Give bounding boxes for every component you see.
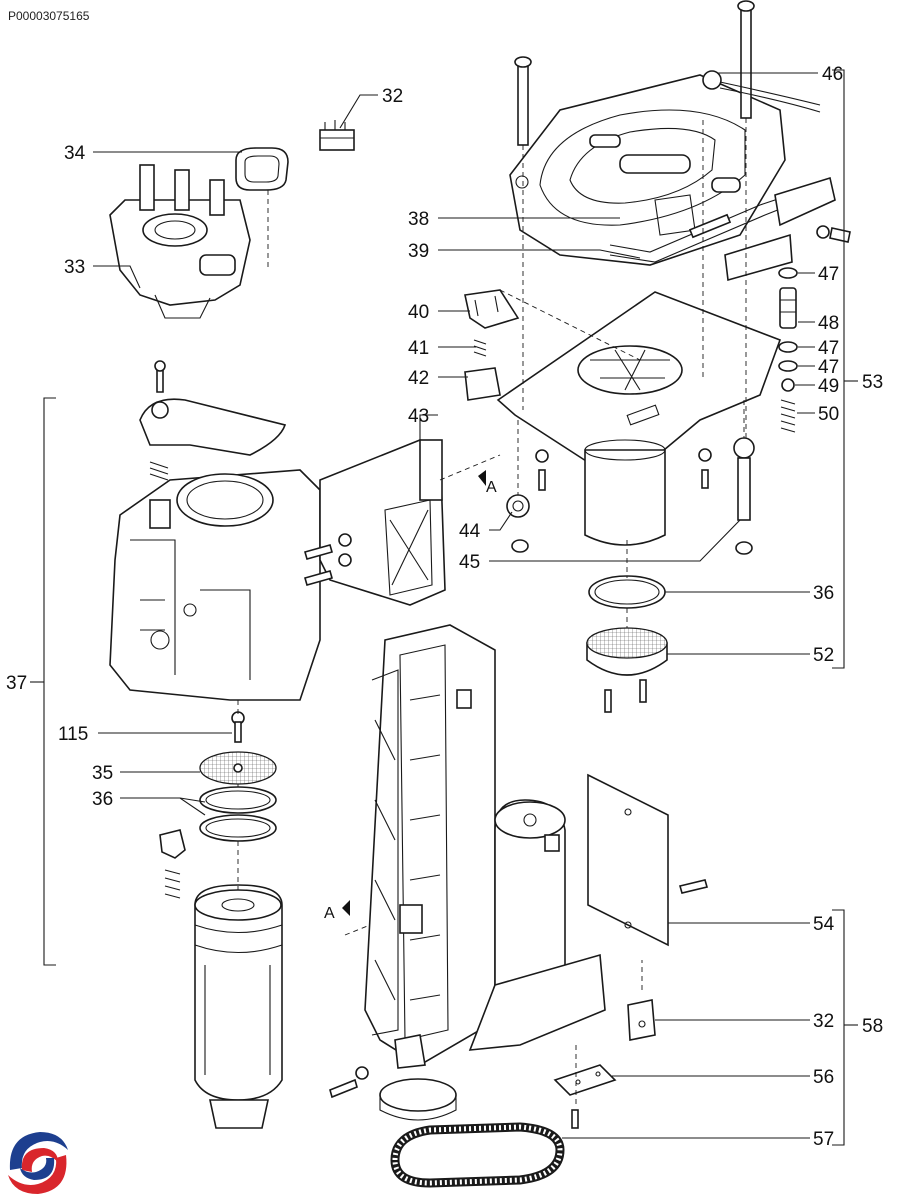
part-36-o-rings-left bbox=[199, 786, 277, 842]
part-33-brew-head bbox=[109, 164, 251, 319]
callout-32-bottom: 32 bbox=[813, 1011, 834, 1032]
part-40-clip bbox=[464, 289, 520, 329]
callout-41: 41 bbox=[408, 338, 429, 359]
callout-36-right: 36 bbox=[813, 583, 834, 604]
assembly-guide-lines bbox=[237, 118, 747, 1108]
callout-57: 57 bbox=[813, 1129, 834, 1150]
part-54-circuit-board bbox=[587, 773, 708, 947]
callout-54: 54 bbox=[813, 914, 835, 935]
bracket-58 bbox=[832, 909, 845, 1146]
callout-46: 46 bbox=[822, 64, 843, 85]
bracket-53 bbox=[832, 69, 845, 669]
part-41-spring bbox=[473, 339, 487, 357]
callout-56: 56 bbox=[813, 1067, 834, 1088]
part-46-sensor-cable bbox=[702, 70, 821, 113]
part-34-oval-seal bbox=[235, 147, 289, 191]
callout-32-top: 32 bbox=[382, 86, 403, 107]
callout-34: 34 bbox=[64, 143, 86, 164]
callout-45: 45 bbox=[459, 552, 480, 573]
company-swirl-logo-icon bbox=[6, 1130, 70, 1194]
callout-47-c: 47 bbox=[818, 357, 839, 378]
callout-35: 35 bbox=[92, 763, 113, 784]
part-115-screw bbox=[231, 711, 245, 743]
part-brew-unit-body bbox=[109, 360, 446, 701]
part-36-o-ring-right bbox=[588, 575, 666, 609]
callout-37: 37 bbox=[6, 673, 27, 694]
callout-47-a: 47 bbox=[818, 264, 839, 285]
part-32-switch-top bbox=[319, 120, 355, 151]
callout-58: 58 bbox=[862, 1016, 883, 1037]
callout-labels: 32 34 33 46 38 39 47 40 48 41 47 47 42 4… bbox=[6, 64, 883, 1150]
callout-43: 43 bbox=[408, 406, 429, 427]
bracket-37 bbox=[43, 397, 56, 966]
leader-lines bbox=[93, 72, 818, 1139]
section-marker-a-bottom: A bbox=[324, 900, 350, 922]
callout-115: 115 bbox=[58, 724, 88, 745]
callout-50: 50 bbox=[818, 404, 839, 425]
callout-52: 52 bbox=[813, 645, 834, 666]
part-piston-cylinder bbox=[159, 829, 283, 1129]
callout-44: 44 bbox=[459, 521, 481, 542]
part-57-timing-belt bbox=[390, 1122, 565, 1188]
part-45-shaft bbox=[733, 437, 755, 555]
callout-48: 48 bbox=[818, 313, 839, 334]
part-47-50-valve-stack bbox=[778, 267, 798, 433]
part-32-switch-bottom bbox=[627, 999, 656, 1041]
part-56-plate bbox=[553, 1064, 617, 1129]
part-drive-tower bbox=[329, 624, 606, 1121]
callout-38: 38 bbox=[408, 209, 429, 230]
callout-40: 40 bbox=[408, 302, 429, 323]
part-long-screws bbox=[514, 0, 755, 146]
svg-text:A: A bbox=[486, 479, 497, 496]
section-marker-a-top: A bbox=[478, 470, 497, 496]
callout-39: 39 bbox=[408, 241, 429, 262]
callout-42: 42 bbox=[408, 368, 429, 389]
callout-49: 49 bbox=[818, 376, 839, 397]
callout-33: 33 bbox=[64, 257, 85, 278]
part-52-filter-cup bbox=[586, 627, 668, 713]
product-code: P00003075165 bbox=[8, 9, 90, 23]
callout-53: 53 bbox=[862, 372, 883, 393]
part-gear-plate-motor bbox=[496, 291, 782, 546]
part-side-bracket bbox=[724, 176, 851, 282]
part-44-gear bbox=[506, 494, 530, 553]
part-42-block bbox=[464, 367, 501, 401]
svg-text:A: A bbox=[324, 905, 335, 922]
part-35-filter-disc bbox=[199, 751, 277, 785]
callout-36-left: 36 bbox=[92, 789, 113, 810]
callout-47-b: 47 bbox=[818, 338, 839, 359]
